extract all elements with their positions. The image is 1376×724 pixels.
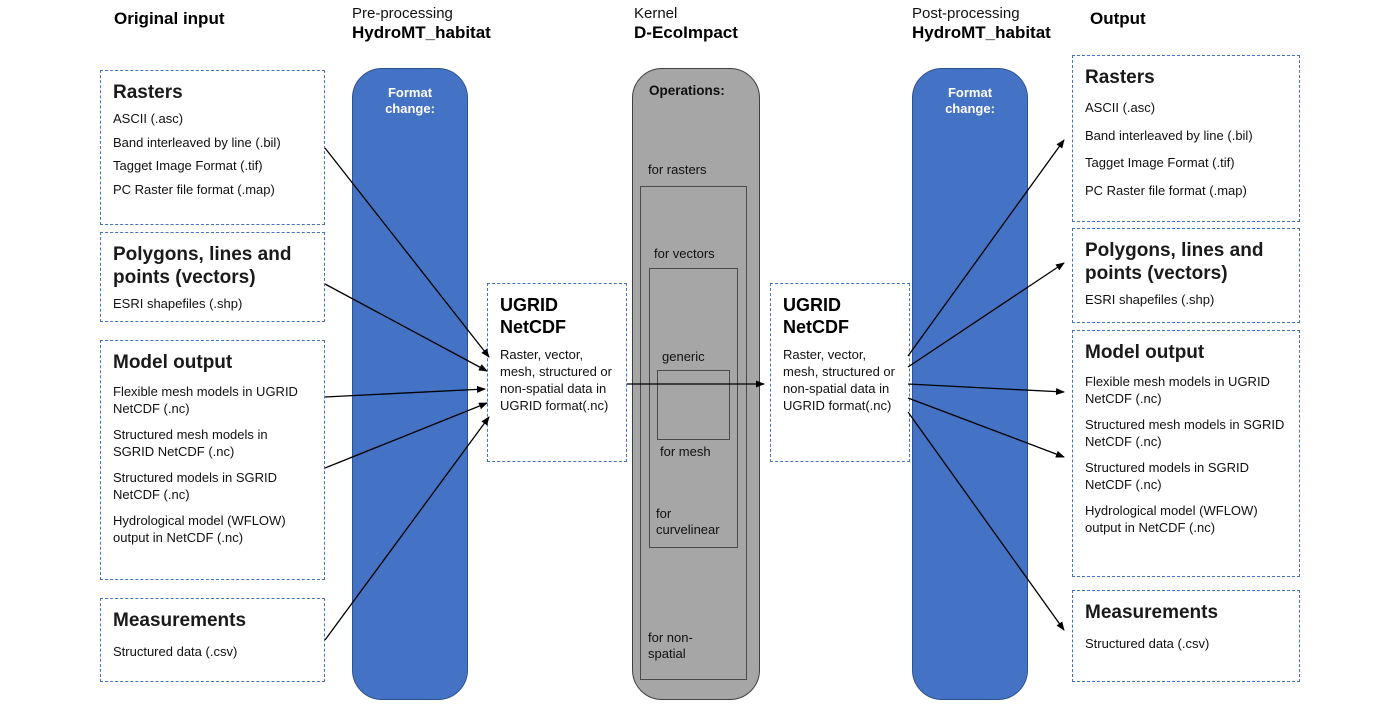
input-measurements-title: Measurements bbox=[113, 610, 247, 631]
input-model-item: Structured mesh models in SGRID NetCDF (… bbox=[113, 427, 268, 459]
postprocessing-block: Format change: bbox=[912, 68, 1028, 700]
output-model-item: Flexible mesh models in UGRID NetCDF (.n… bbox=[1085, 374, 1270, 406]
preprocessing-label: Format change: bbox=[385, 85, 435, 116]
output-box-model-output: Model output Flexible mesh models in UGR… bbox=[1072, 330, 1300, 577]
ugrid-box-right: UGRID NetCDF Raster, vector, mesh, struc… bbox=[770, 283, 910, 462]
input-box-model-output: Model output Flexible mesh models in UGR… bbox=[100, 340, 325, 580]
output-box-rasters: Rasters ASCII (.asc) Band interleaved by… bbox=[1072, 55, 1300, 222]
input-box-rasters: Rasters ASCII (.asc) Band interleaved by… bbox=[100, 70, 325, 225]
input-rasters-item: PC Raster file format (.map) bbox=[113, 181, 275, 197]
input-box-vectors: Polygons, lines and points (vectors) ESR… bbox=[100, 232, 325, 322]
postprocessing-label: Format change: bbox=[945, 85, 995, 116]
ugrid-right-body: Raster, vector, mesh, structured or non-… bbox=[783, 347, 895, 413]
header-preprocessing: Pre-processing bbox=[352, 5, 453, 22]
header-postprocessing-tool: HydroMT_habitat bbox=[912, 23, 1051, 42]
output-model-item: Hydrological model (WFLOW) output in Net… bbox=[1085, 503, 1258, 535]
kernel-op-for-non-spatial: for non-spatial bbox=[648, 630, 693, 661]
input-rasters-title: Rasters bbox=[113, 82, 183, 103]
header-output: Output bbox=[1090, 9, 1146, 28]
output-rasters-item: Tagget Image Format (.tif) bbox=[1085, 155, 1235, 170]
input-model-item: Flexible mesh models in UGRID NetCDF (.n… bbox=[113, 384, 298, 416]
output-measurements-title: Measurements bbox=[1085, 602, 1219, 623]
output-vectors-item: ESRI shapefiles (.shp) bbox=[1085, 292, 1215, 307]
output-box-measurements: Measurements Structured data (.csv) bbox=[1072, 590, 1300, 682]
kernel-operations-label: Operations: bbox=[649, 83, 725, 98]
kernel-op-for-vectors: for vectors bbox=[654, 246, 715, 261]
ugrid-right-title: UGRID NetCDF bbox=[783, 295, 849, 337]
output-model-item: Structured mesh models in SGRID NetCDF (… bbox=[1085, 417, 1285, 449]
input-rasters-item: Band interleaved by line (.bil) bbox=[113, 134, 281, 150]
kernel-scope-rect-outer bbox=[640, 186, 747, 680]
kernel-op-for-rasters: for rasters bbox=[648, 162, 707, 177]
output-rasters-item: ASCII (.asc) bbox=[1085, 100, 1156, 115]
input-model-title: Model output bbox=[113, 352, 233, 373]
kernel-scope-rect-generic bbox=[657, 370, 730, 440]
kernel-scope-rect-middle bbox=[649, 268, 738, 548]
ugrid-box-left: UGRID NetCDF Raster, vector, mesh, struc… bbox=[487, 283, 627, 462]
kernel-op-for-mesh: for mesh bbox=[660, 444, 711, 459]
output-model-item: Structured models in SGRID NetCDF (.nc) bbox=[1085, 460, 1250, 492]
header-original-input: Original input bbox=[114, 9, 225, 28]
input-vectors-title: Polygons, lines and points (vectors) bbox=[113, 244, 292, 288]
ugrid-left-body: Raster, vector, mesh, structured or non-… bbox=[500, 347, 612, 413]
input-rasters-item: Tagget Image Format (.tif) bbox=[113, 158, 263, 173]
input-measurements-item: Structured data (.csv) bbox=[113, 644, 238, 659]
kernel-op-generic: generic bbox=[662, 349, 705, 364]
input-box-measurements: Measurements Structured data (.csv) bbox=[100, 598, 325, 682]
output-rasters-title: Rasters bbox=[1085, 67, 1155, 88]
ugrid-left-title: UGRID NetCDF bbox=[500, 295, 566, 337]
output-rasters-item: PC Raster file format (.map) bbox=[1085, 182, 1247, 198]
output-measurements-item: Structured data (.csv) bbox=[1085, 636, 1210, 651]
output-model-title: Model output bbox=[1085, 342, 1205, 363]
header-postprocessing: Post-processing bbox=[912, 5, 1020, 22]
input-model-item: Structured models in SGRID NetCDF (.nc) bbox=[113, 470, 278, 502]
input-model-item: Hydrological model (WFLOW) output in Net… bbox=[113, 513, 286, 545]
header-preprocessing-tool: HydroMT_habitat bbox=[352, 23, 491, 42]
output-box-vectors: Polygons, lines and points (vectors) ESR… bbox=[1072, 228, 1300, 323]
output-rasters-item: Band interleaved by line (.bil) bbox=[1085, 127, 1253, 143]
output-vectors-title: Polygons, lines and points (vectors) bbox=[1085, 240, 1264, 284]
header-kernel: Kernel bbox=[634, 5, 678, 22]
header-kernel-tool: D-EcoImpact bbox=[634, 23, 738, 42]
input-rasters-item: ASCII (.asc) bbox=[113, 111, 184, 126]
preprocessing-block: Format change: bbox=[352, 68, 468, 700]
input-vectors-item: ESRI shapefiles (.shp) bbox=[113, 296, 243, 311]
kernel-op-for-curvelinear: for curvelinear bbox=[656, 506, 720, 537]
